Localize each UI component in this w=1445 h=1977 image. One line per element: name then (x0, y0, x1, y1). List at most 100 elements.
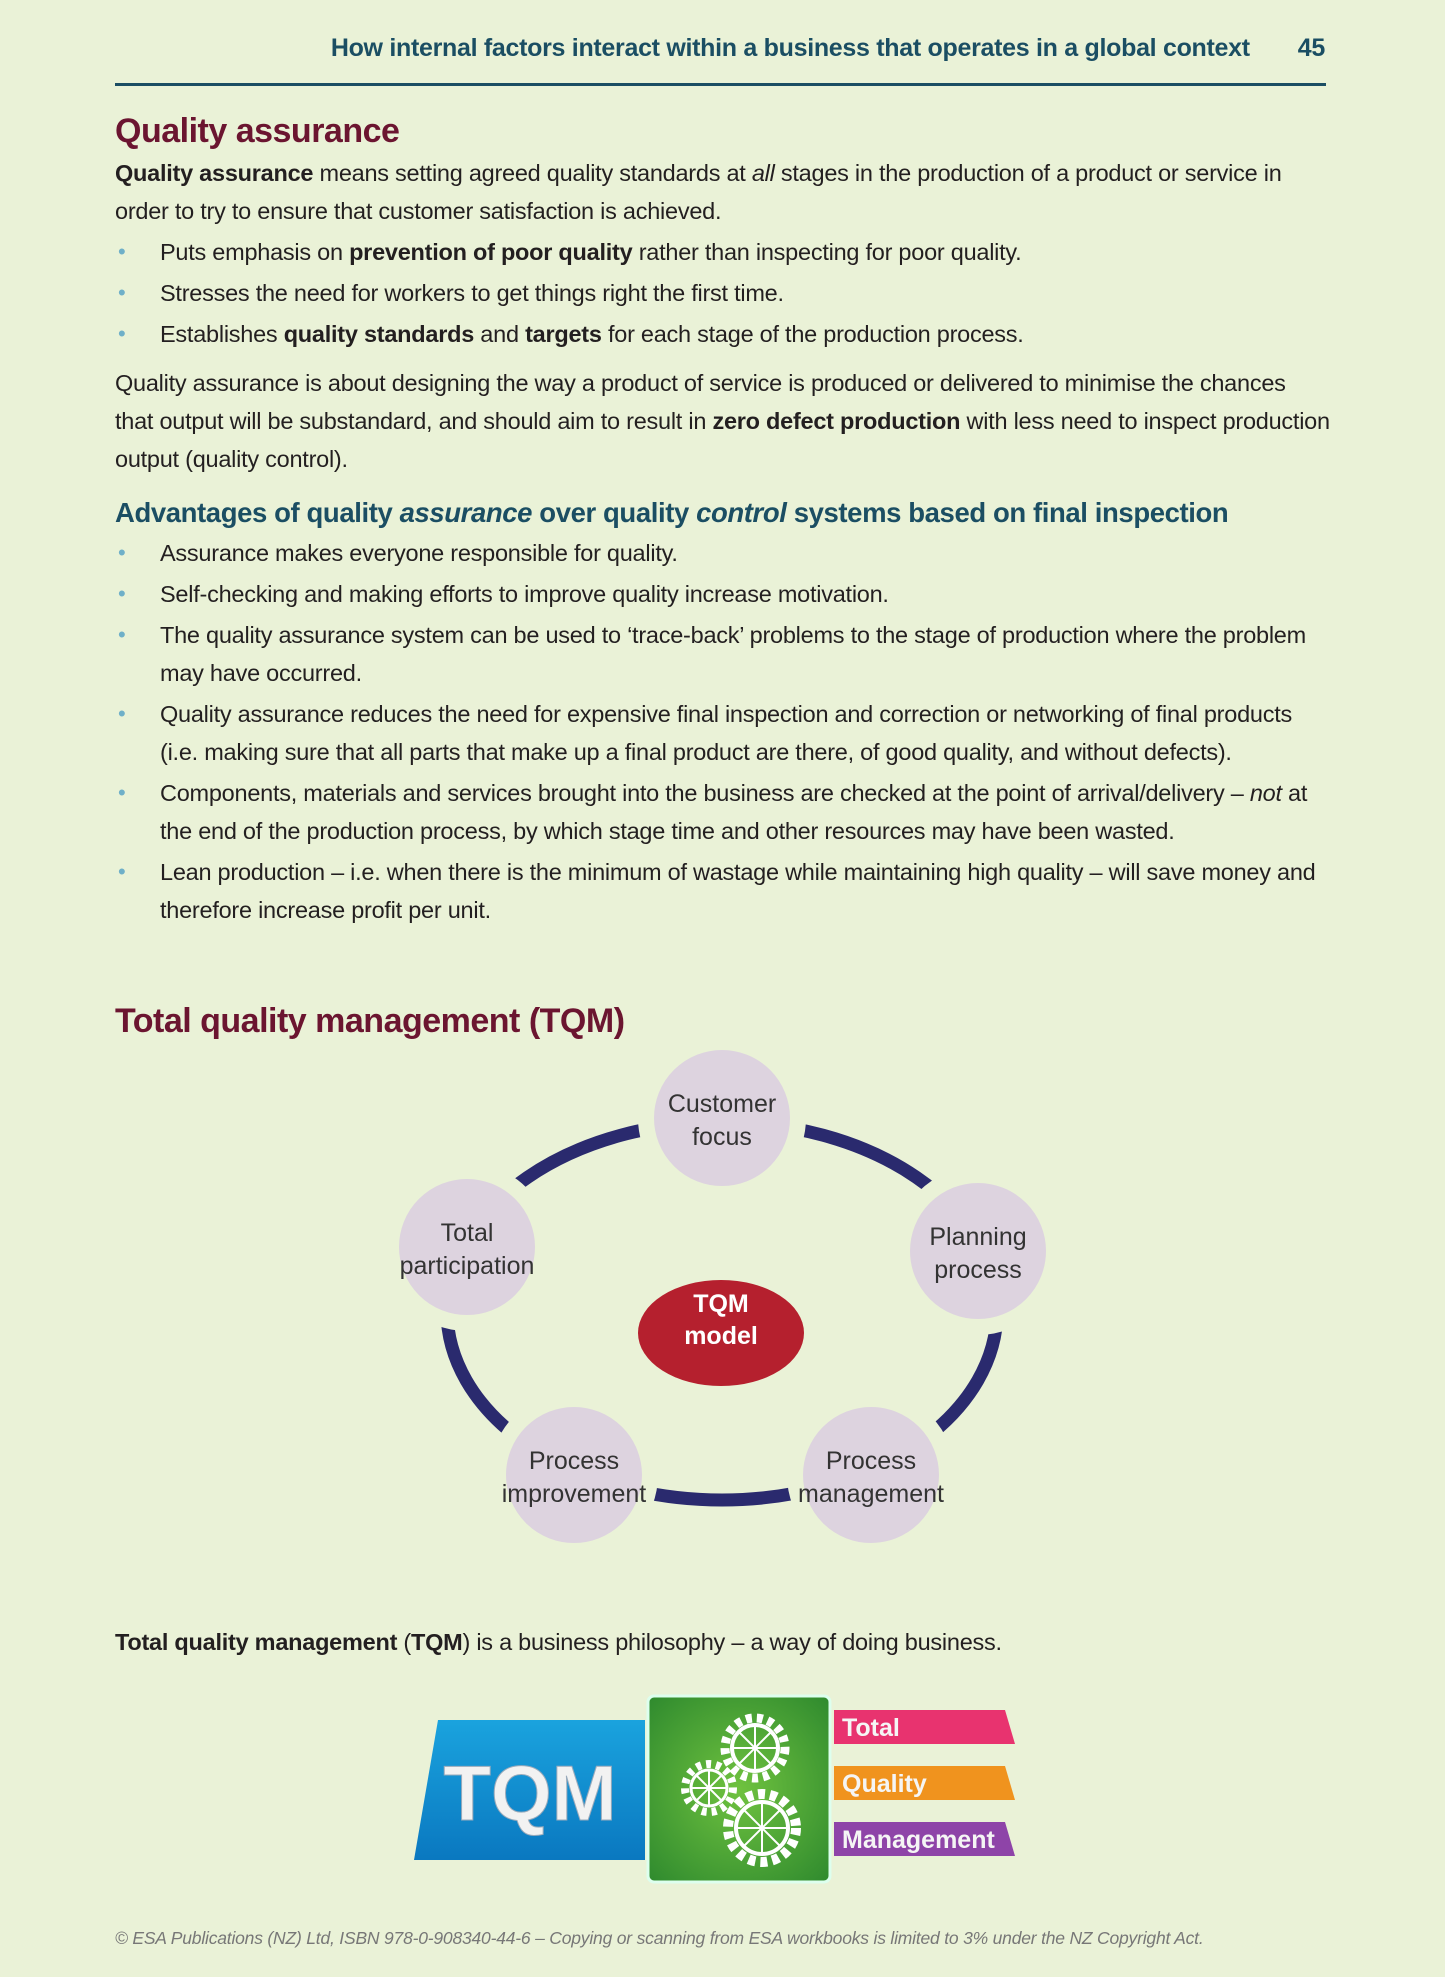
bullet-item: • Assurance makes everyone responsible fo… (115, 534, 1330, 572)
bullet-icon: • (118, 540, 126, 565)
bullet-icon: • (118, 622, 126, 647)
tqm-node-label: Planning (929, 1223, 1026, 1251)
tqm-node-label: Process (529, 1447, 619, 1475)
tqm-node-label: management (798, 1480, 944, 1508)
logo-acronym: TQM (443, 1749, 616, 1837)
text-run: prevention of poor quality (349, 239, 633, 265)
text-run: Stresses the need for workers to get thi… (160, 280, 784, 306)
text-run: Components, materials and services broug… (160, 780, 1250, 806)
text-run: Self-checking and making efforts to impr… (160, 581, 889, 607)
text-run: control (696, 497, 787, 528)
quality-bar (834, 1766, 1015, 1800)
tqm-node-label: Customer (668, 1090, 776, 1118)
text-run: Quality assurance reduces the need for e… (160, 701, 1292, 765)
header-title: How internal factors interact within a b… (330, 34, 1250, 62)
text-run: Establishes (160, 321, 284, 347)
total-bar (834, 1710, 1015, 1744)
text-run: TQM (411, 1629, 463, 1655)
center-label-line2: model (684, 1322, 758, 1350)
bullet-text: Puts emphasis on prevention of poor qual… (160, 239, 1022, 265)
bullet-item: • The quality assurance system can be use… (115, 616, 1330, 692)
header-divider (115, 83, 1326, 86)
tqm-blue-panel (414, 1720, 645, 1860)
bullet-icon: • (118, 321, 126, 346)
bullet-item: • Establishes quality standards and targe… (115, 315, 1330, 353)
bullet-item: • Components, materials and services brou… (115, 774, 1330, 850)
tqm-node-label: improvement (502, 1480, 647, 1508)
bullet-item: • Self-checking and making efforts to imp… (115, 575, 1330, 613)
text-run: targets (525, 321, 602, 347)
copyright-footer: © ESA Publications (NZ) Ltd, ISBN 978-0-… (115, 1928, 1204, 1948)
tqm-node-label: process (934, 1256, 1022, 1284)
gears-icon (681, 1713, 801, 1867)
bullet-icon: • (118, 280, 126, 305)
tqm-node: Planning process (894, 1167, 1062, 1335)
text-run: assurance (399, 497, 533, 528)
text-run: Advantages of quality (115, 497, 400, 528)
bullet-text: Quality assurance reduces the need for e… (160, 701, 1292, 765)
tqm-center: TQM model (638, 1280, 804, 1386)
text-run: Assurance makes everyone responsible for… (160, 540, 678, 566)
page-number: 45 (1297, 34, 1326, 62)
bullet-icon: • (118, 859, 126, 884)
logo-word-quality: Quality (842, 1770, 927, 1798)
bullet-text: Lean production – i.e. when there is the… (160, 859, 1316, 923)
advantages-bullets: • Assurance makes everyone responsible fo… (115, 534, 1330, 932)
qa-intro: Quality assurance means setting agreed q… (115, 154, 1330, 230)
logo-word-management: Management (842, 1826, 995, 1854)
tqm-node-circle (383, 1163, 551, 1331)
text-run: The quality assurance system can be used… (160, 622, 1306, 686)
logo-word-total: Total (842, 1714, 900, 1742)
bullet-text: Establishes quality standards and target… (160, 321, 1024, 347)
text-run: with less need to inspect production out… (115, 408, 1330, 472)
tqm-node-circle (638, 1034, 806, 1202)
text-run: all (751, 160, 775, 186)
bullet-text: Components, materials and services broug… (160, 780, 1307, 844)
tqm-paragraph: Total quality management (TQM) is a busi… (115, 1623, 1330, 1661)
text-run: Quality assurance is about designing the… (115, 370, 1286, 434)
text-run: systems based on final inspection (786, 497, 1229, 528)
text-run: rather than inspecting for poor quality. (632, 239, 1022, 265)
text-run: for each stage of the production process… (601, 321, 1024, 347)
tqm-logo: TQM Total Quality Management (414, 1694, 1015, 1884)
text-run: ( (397, 1629, 411, 1655)
bullet-icon: • (118, 780, 126, 805)
tqm-node-circle (787, 1391, 955, 1559)
bullet-text: Stresses the need for workers to get thi… (160, 280, 784, 306)
tqm-node-label: participation (400, 1252, 535, 1280)
text-run: at the end of the production process, by… (160, 780, 1308, 844)
qa-bullets: • Puts emphasis on prevention of poor qua… (115, 233, 1330, 356)
bullet-text: Assurance makes everyone responsible for… (160, 540, 678, 566)
bullet-item: • Quality assurance reduces the need for … (115, 695, 1330, 771)
tqm-node-label: Total (441, 1219, 494, 1247)
qa-paragraph: Quality assurance is about designing the… (115, 364, 1330, 478)
text-run: zero defect production (712, 408, 961, 434)
management-bar (834, 1822, 1015, 1856)
quality-assurance-heading: Quality assurance (115, 112, 400, 150)
bullet-text: The quality assurance system can be used… (160, 622, 1306, 686)
text-run: ) is a business philosophy – a way of do… (462, 1629, 1002, 1655)
bullet-icon: • (118, 581, 126, 606)
bullet-icon: • (118, 239, 126, 264)
gears-panel (646, 1694, 832, 1884)
text-run: not (1249, 780, 1282, 806)
text-run: and (474, 321, 526, 347)
bullet-item: • Stresses the need for workers to get th… (115, 274, 1330, 312)
tqm-node: Total participation (383, 1163, 551, 1331)
text-run: over quality (532, 497, 697, 528)
bullet-item: • Lean production – i.e. when there is th… (115, 853, 1330, 929)
bullet-icon: • (118, 701, 126, 726)
tqm-node-circle (490, 1391, 658, 1559)
text-run: Quality assurance (115, 160, 314, 186)
bullet-text: Self-checking and making efforts to impr… (160, 581, 889, 607)
tqm-heading: Total quality management (TQM) (115, 1002, 625, 1040)
tqm-node-label: Process (826, 1447, 916, 1475)
center-label-line1: TQM (693, 1290, 749, 1318)
running-header: How internal factors interact within a b… (115, 34, 1325, 63)
tqm-node: Process improvement (490, 1391, 658, 1559)
bullet-item: • Puts emphasis on prevention of poor qua… (115, 233, 1330, 271)
text-run: Total quality management (115, 1629, 398, 1655)
text-run: Puts emphasis on (160, 239, 350, 265)
